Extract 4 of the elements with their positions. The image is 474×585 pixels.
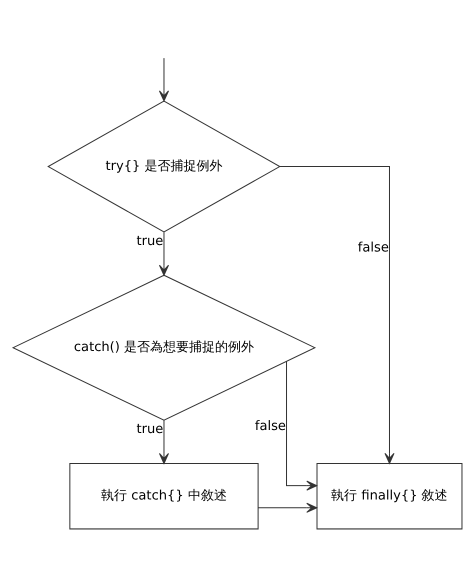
edge-label: true — [136, 422, 163, 437]
edge-label: true — [136, 234, 163, 249]
edge-label: false — [254, 418, 286, 434]
edge-label: false — [357, 240, 388, 256]
